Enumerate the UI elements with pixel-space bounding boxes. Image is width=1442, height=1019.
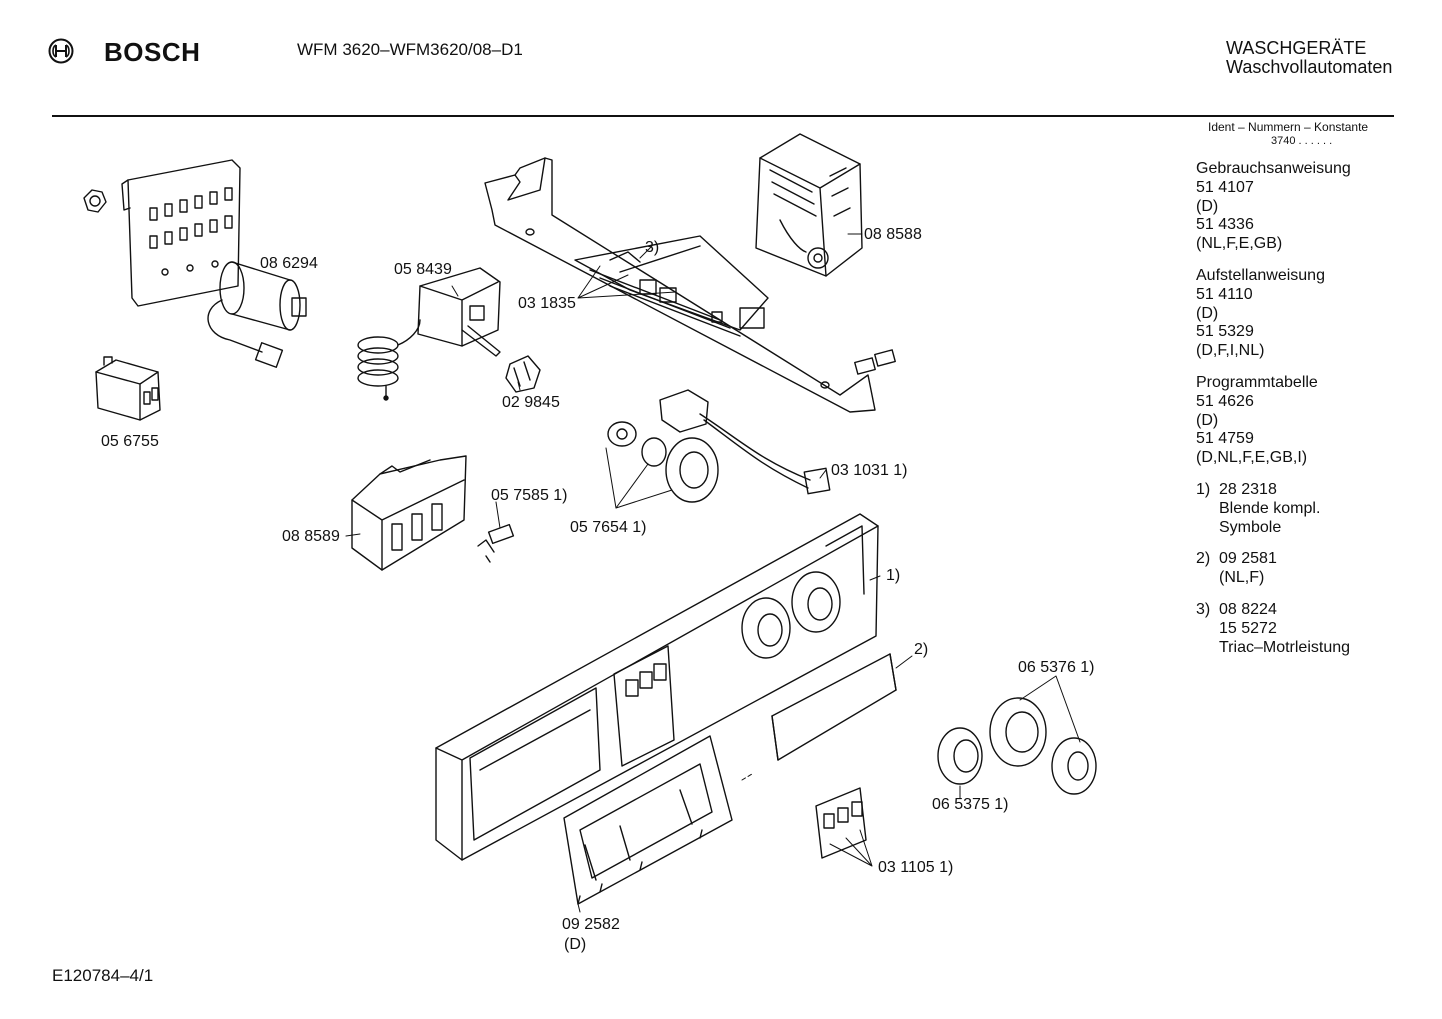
part-label: 1) [886,567,901,584]
doc-line: (D) [1196,197,1219,215]
sidebar: Ident – Nummern – Konstante 3740 . . . .… [1196,120,1436,657]
small-connector-drawing [505,355,541,393]
doc-section-title: Programmtabelle [1196,373,1318,391]
wire-connector-drawing [659,389,831,495]
category-title: WASCHGERÄTE Waschvollautomaten [1226,39,1392,77]
doc-line: 51 4336 [1196,216,1254,234]
footnote: 3) 08 8224 15 5272 Triac–Motrleistung [1196,601,1436,657]
part-label: 03 1105 1) [878,859,954,876]
footnote-line: Symbole [1219,518,1282,536]
control-board-drawing [484,157,896,413]
part-label: 05 6755 [101,433,159,450]
part-label: 2) [914,641,929,658]
part-label: 03 1031 1) [831,462,908,479]
brand-name: BOSCH [104,37,201,67]
microswitch-drawing [477,523,515,563]
part-label: 05 7654 1) [570,519,647,536]
doc-line: 51 4626 [1196,392,1254,410]
model-title: WFM 3620–WFM3620/08–D1 [297,40,523,59]
doc-line: (D,F,I,NL) [1196,342,1265,360]
footnote-line: 09 2581 [1219,550,1277,568]
category-line-2: Waschvollautomaten [1226,57,1393,77]
doc-section: Gebrauchsanweisung 51 4107 (D) 51 4336 (… [1196,160,1436,254]
doc-line: 51 4110 [1196,285,1253,303]
hex-nut-drawing [83,189,107,213]
doc-line: 51 5329 [1196,323,1254,341]
leader-lines [345,233,1081,913]
part-label: 08 8589 [282,528,340,545]
footnote: 2) 09 2581 (NL,F) [1196,550,1436,588]
push-button-block-drawing [815,787,867,859]
footnote-line: Blende kompl. [1219,499,1321,517]
part-label: 08 8588 [864,226,922,243]
footnote: 1) 28 2318 Blende kompl. Symbole [1196,481,1436,537]
control-panel-drawing [435,513,879,861]
rotary-knobs-drawing [937,697,1097,795]
part-label: 06 5376 1) [1018,659,1095,676]
bosch-logo-icon [48,38,74,64]
capacitor-drawing [207,261,307,368]
mounting-plate-drawing [121,159,241,307]
footnote-line: 28 2318 [1219,480,1277,498]
display-window-drawing [563,735,733,905]
door-lock-drawing [357,267,501,401]
footnote-number: 2) [1196,550,1211,568]
doc-section-title: Gebrauchsanweisung [1196,160,1351,177]
doc-section-title: Aufstellanweisung [1196,266,1325,284]
knob-assembly-drawing [607,421,719,503]
part-label: 08 6294 [260,255,318,272]
footnote-line: 15 5272 [1219,619,1277,637]
part-label: (D) [564,936,587,953]
part-label: 03 1835 [518,295,576,312]
doc-line: (D) [1196,411,1219,429]
category-line-1: WASCHGERÄTE [1226,38,1367,58]
doc-section: Programmtabelle 51 4626 (D) 51 4759 (D,N… [1196,374,1436,468]
doc-section: Aufstellanweisung 51 4110 (D) 51 5329 (D… [1196,267,1436,361]
doc-line: (NL,F,E,GB) [1196,235,1283,253]
doc-line: (D) [1196,304,1219,322]
panel-insert-drawing [771,653,897,761]
part-label: 09 2582 [562,916,620,933]
part-label: 06 5375 1) [932,796,1009,813]
ident-title: Ident – Nummern – Konstante [1208,120,1369,134]
doc-line: 51 4759 [1196,430,1254,448]
relay-drawing [95,356,161,421]
programmer-drawing [755,133,863,277]
doc-line: (D,NL,F,E,GB,I) [1196,449,1308,467]
part-label: 3) [645,239,660,256]
footnote-number: 1) [1196,480,1211,498]
drawing-code: E120784–4/1 [52,966,154,985]
doc-line: 51 4107 [1196,178,1254,196]
electronic-module-drawing [351,455,467,571]
footnote-line: (NL,F) [1219,569,1265,587]
header-rule [52,115,1394,117]
footnote-number: 3) [1196,600,1211,618]
part-label: 02 9845 [502,394,560,411]
footnote-line: 08 8224 [1219,600,1277,618]
footnote-line: Triac–Motrleistung [1219,638,1351,656]
part-label: 05 7585 1) [491,487,568,504]
ident-value: 3740 . . . . . . [1271,135,1333,147]
part-label: 05 8439 [394,261,452,278]
